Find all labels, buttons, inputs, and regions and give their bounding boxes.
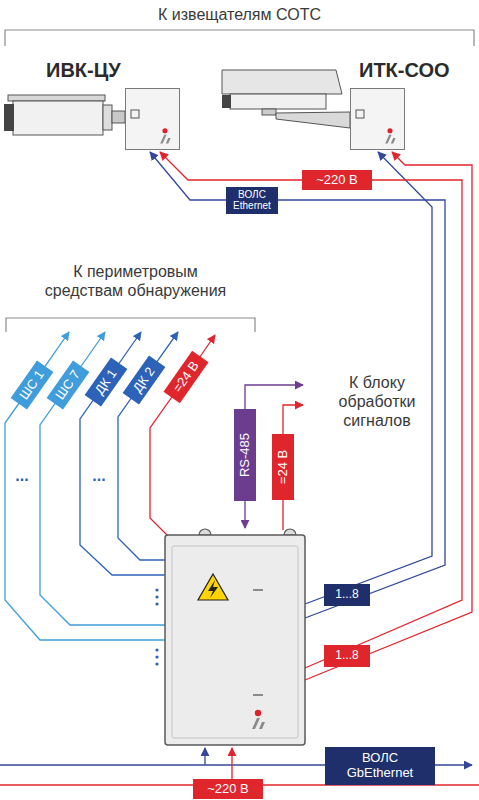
camera-itk bbox=[222, 70, 405, 150]
signal-tag: RS-485 bbox=[234, 409, 256, 501]
camera-itk bbox=[222, 70, 342, 94]
cabinet-dots bbox=[155, 595, 158, 598]
logo bbox=[252, 710, 265, 729]
signal-tag: =24 В bbox=[163, 351, 208, 403]
logo bbox=[385, 128, 395, 143]
cabinet-dots bbox=[155, 602, 158, 605]
cabinet bbox=[198, 574, 228, 600]
logo bbox=[160, 135, 166, 144]
cabinet bbox=[284, 529, 296, 535]
tag-text: ~220 В bbox=[207, 782, 249, 797]
ellipsis-mark: ... bbox=[10, 466, 34, 485]
camera-itk bbox=[276, 112, 350, 128]
signal-tag: 1...8 bbox=[324, 584, 370, 606]
signal-tag: ВОЛС Ethernet bbox=[226, 187, 278, 214]
ellipsis-mark: ... bbox=[87, 466, 111, 485]
cabinet bbox=[165, 529, 305, 745]
bracket bbox=[5, 30, 474, 46]
tag-text: 1...8 bbox=[335, 649, 358, 663]
tag-text: =24 В bbox=[276, 450, 291, 484]
tag-text: ДК 1 bbox=[92, 367, 120, 398]
tag-text: ДК 2 bbox=[130, 365, 158, 396]
camera-wires bbox=[305, 152, 472, 680]
signal-tag: ШС 7 bbox=[47, 360, 90, 409]
camera-itk bbox=[222, 95, 231, 108]
tag-text: ~220 В bbox=[316, 173, 358, 188]
cabinet-dots bbox=[155, 588, 158, 591]
signal-tag: ~220 В bbox=[302, 170, 372, 190]
cabinet bbox=[208, 580, 218, 598]
logo bbox=[255, 710, 261, 716]
camera-ivk bbox=[4, 104, 14, 131]
perimeter-wires bbox=[80, 332, 165, 575]
cabinet bbox=[172, 546, 298, 738]
signal-tag: ~220 В bbox=[193, 779, 263, 799]
device-heading: ИТК-СОО bbox=[359, 59, 450, 82]
signal-tag: =24 В bbox=[272, 434, 294, 500]
cabinet-dots bbox=[155, 648, 158, 651]
camera-ivk bbox=[131, 110, 139, 118]
caption-label: К извещателям СОТС bbox=[0, 5, 479, 24]
signal-tag: ВОЛС GbEthernet bbox=[325, 747, 435, 785]
junction-box: ИВК-ЦУ bbox=[125, 88, 180, 150]
camera-ivk bbox=[13, 101, 103, 135]
tag-text: ВОЛС GbEthernet bbox=[347, 751, 413, 781]
logo bbox=[166, 138, 171, 144]
logo bbox=[387, 128, 392, 133]
cabinet-dots bbox=[155, 588, 158, 665]
camera-itk bbox=[356, 110, 364, 118]
camera-ivk bbox=[112, 111, 125, 123]
tag-text: =24 В bbox=[170, 359, 202, 396]
mains-wires bbox=[204, 748, 205, 765]
tag-text: RS-485 bbox=[238, 433, 253, 477]
junction-box: ИТК-СОО bbox=[350, 88, 405, 150]
logo bbox=[385, 135, 391, 144]
cabinet-dots bbox=[155, 662, 158, 665]
camera-ivk bbox=[4, 88, 180, 150]
logo bbox=[160, 128, 170, 143]
camera-ivk bbox=[8, 95, 105, 101]
cabinet bbox=[253, 694, 263, 696]
device-heading: ИВК-ЦУ bbox=[46, 59, 121, 82]
signal-tag: ШС 1 bbox=[11, 360, 54, 409]
logo bbox=[259, 722, 265, 729]
cabinet bbox=[253, 589, 263, 591]
bracket bbox=[6, 318, 255, 332]
cabinet-dots bbox=[155, 655, 158, 658]
camera-wires bbox=[160, 152, 462, 668]
camera-ivk bbox=[125, 88, 180, 150]
perimeter-wires bbox=[118, 332, 178, 560]
signal-tag: 1...8 bbox=[324, 645, 370, 667]
cabinet bbox=[199, 529, 211, 535]
camera-itk bbox=[350, 88, 405, 150]
tag-text: 1...8 bbox=[335, 588, 358, 602]
caption-label: К периметровым средствам обнаружения bbox=[38, 262, 233, 300]
perimeter-wires bbox=[5, 332, 165, 640]
perimeter-wires bbox=[40, 332, 165, 625]
tag-text: ВОЛС Ethernet bbox=[233, 189, 271, 212]
camera-ivk bbox=[103, 105, 112, 130]
logo bbox=[252, 718, 260, 729]
camera-itk bbox=[262, 109, 276, 115]
cabinet bbox=[165, 535, 305, 745]
tag-text: ШС 1 bbox=[17, 368, 48, 403]
signal-tag: ДК 2 bbox=[123, 355, 166, 404]
logo bbox=[391, 138, 396, 144]
bracket bbox=[5, 30, 474, 332]
logo bbox=[162, 128, 167, 133]
camera-itk bbox=[230, 94, 326, 109]
caption-label: К блоку обработки сигналов bbox=[312, 373, 442, 431]
tag-text: ШС 7 bbox=[53, 368, 84, 403]
signal-tag: ДК 1 bbox=[85, 357, 128, 406]
